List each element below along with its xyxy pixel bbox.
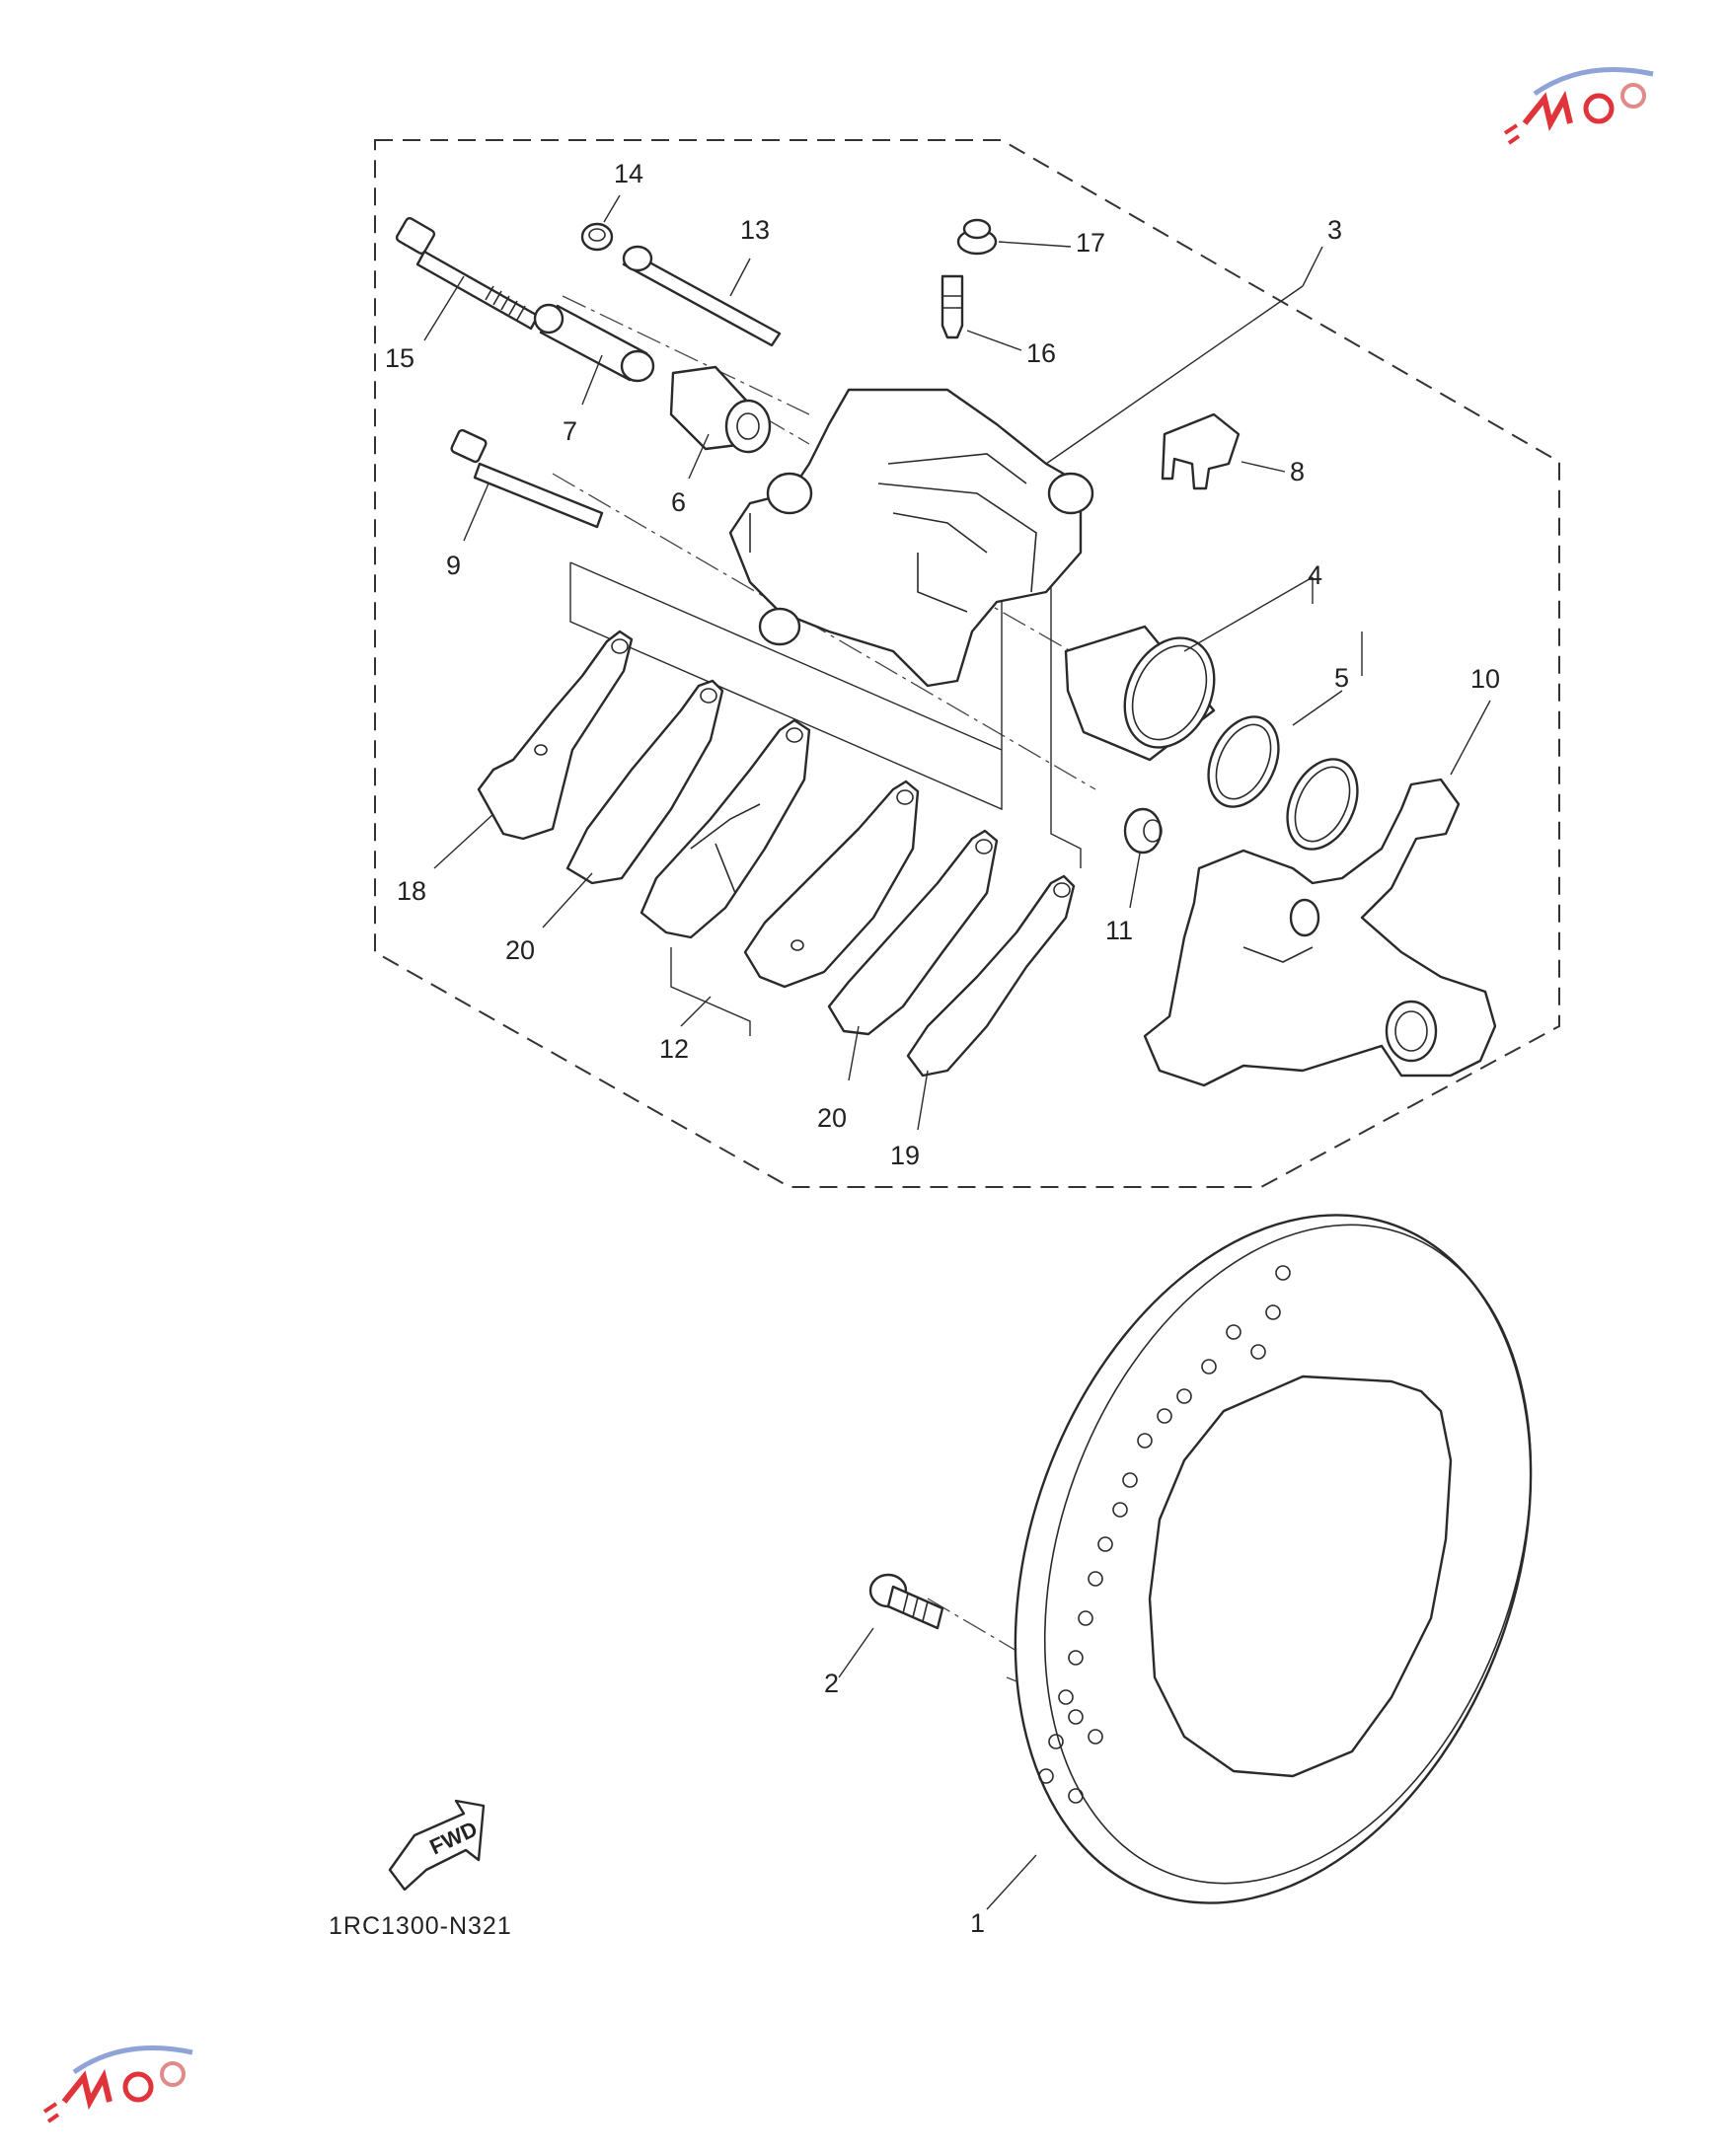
callout-16: 16: [1026, 338, 1056, 368]
part-15-bolt: [395, 217, 540, 331]
callout-9: 9: [446, 551, 461, 580]
callout-20b: 20: [817, 1103, 847, 1133]
callout-15: 15: [385, 343, 414, 373]
callout-18: 18: [397, 876, 426, 906]
part-8-clip: [1161, 412, 1241, 490]
part-17-bleed-cap: [956, 218, 998, 256]
callout-19: 19: [890, 1141, 920, 1170]
disc-holes: [1038, 1265, 1291, 1804]
part-20-shim-right: [827, 829, 999, 1036]
callout-6: 6: [671, 487, 686, 517]
callout-5: 5: [1334, 663, 1349, 693]
callout-13: 13: [740, 215, 770, 245]
caliper-body: [728, 388, 1094, 688]
part-12-brake-pads: [639, 718, 920, 989]
part-11-boot: [1123, 807, 1163, 855]
part-1-brake-disc: [1014, 1214, 1533, 1904]
watermark-logo-bottom: [42, 2045, 193, 2123]
diagram-code: 1RC1300-N321: [329, 1912, 512, 1940]
part-7-sleeve-tube: [533, 303, 655, 383]
callout-4: 4: [1308, 560, 1322, 590]
callout-11: 11: [1105, 916, 1133, 945]
part-20-shim-left: [565, 679, 724, 885]
part-10-bracket: [1143, 778, 1497, 1087]
callout-3: 3: [1327, 215, 1342, 245]
part-19-shim: [906, 874, 1076, 1078]
caliper-assembly-frame: [374, 139, 1560, 1188]
callout-1: 1: [970, 1908, 985, 1938]
callout-10: 10: [1470, 664, 1500, 694]
callout-12: 12: [659, 1034, 689, 1064]
part-18-shim: [477, 630, 634, 841]
part-4-piston: [1064, 625, 1216, 762]
fwd-arrow-icon: FWD: [388, 1799, 486, 1892]
leader-lines: [423, 194, 1491, 1910]
callout-17: 17: [1076, 228, 1105, 258]
part-16-bleed-screw: [940, 274, 964, 339]
part-6-boot: [669, 365, 772, 454]
part-13-pin: [622, 245, 782, 347]
part-5-seals: [1207, 715, 1359, 851]
callout-8: 8: [1290, 457, 1305, 486]
part-2-rotor-bolt: [868, 1573, 944, 1630]
part-14-sleeve: [580, 222, 614, 252]
callout-14: 14: [614, 159, 643, 188]
pad-bracket-lines: [569, 459, 1082, 1036]
callout-20a: 20: [505, 935, 535, 965]
callout-labels: 1 2 3 4 5 6 7 8 9 10 11 12 13 14 15 16 1…: [385, 159, 1500, 1938]
part-9-bolt: [450, 428, 604, 529]
callout-7: 7: [563, 416, 577, 446]
callout-2: 2: [824, 1669, 839, 1698]
watermark-logo-top: [1503, 67, 1654, 145]
